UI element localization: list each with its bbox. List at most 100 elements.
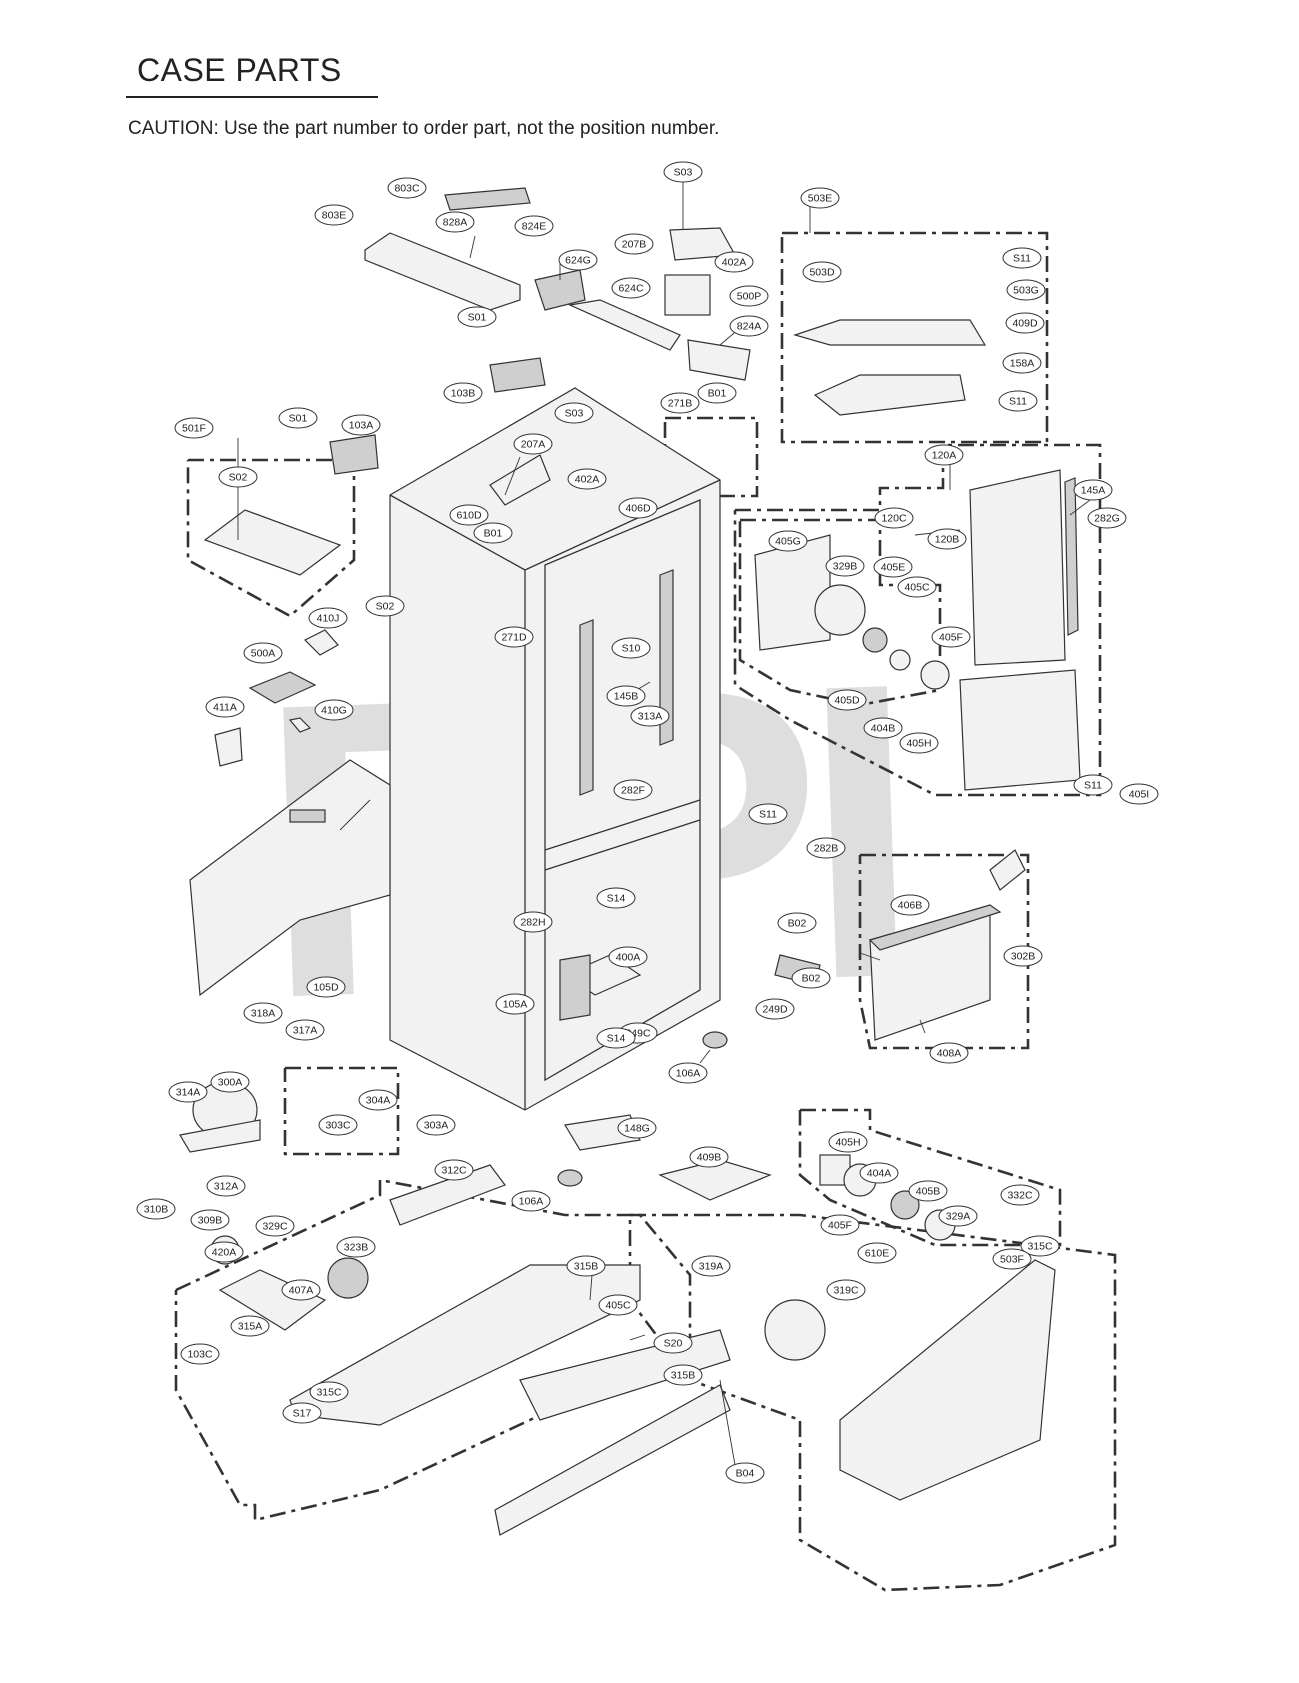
callout-409d: 409D bbox=[1005, 312, 1045, 334]
callout-label: 319C bbox=[833, 1285, 859, 1297]
callout-label: 406B bbox=[898, 900, 923, 912]
callout-319c: 319C bbox=[826, 1279, 866, 1301]
callout-500a: 500A bbox=[243, 642, 283, 664]
callout-b01: B01 bbox=[473, 522, 513, 544]
callout-b02: B02 bbox=[791, 967, 831, 989]
callout-400a: 400A bbox=[608, 946, 648, 968]
callout-411a: 411A bbox=[205, 696, 245, 718]
callout-label: 207B bbox=[622, 239, 647, 251]
callout-501f: 501F bbox=[174, 417, 214, 439]
callout-405f: 405F bbox=[820, 1214, 860, 1236]
callout-label: 503D bbox=[809, 267, 835, 279]
callout-b01: B01 bbox=[697, 382, 737, 404]
callout-label: 106A bbox=[676, 1068, 701, 1080]
callout-s17: S17 bbox=[282, 1402, 322, 1424]
callout-label: 103B bbox=[451, 388, 476, 400]
callout-503f: 503F bbox=[992, 1248, 1032, 1270]
callout-404b: 404B bbox=[863, 717, 903, 739]
callout-label: 404B bbox=[871, 723, 896, 735]
callout-106a: 106A bbox=[668, 1062, 708, 1084]
callout-label: 105D bbox=[313, 982, 339, 994]
callout-145a: 145A bbox=[1073, 479, 1113, 501]
callout-label: 332C bbox=[1007, 1190, 1033, 1202]
callout-824a: 824A bbox=[729, 315, 769, 337]
callout-label: 303C bbox=[325, 1120, 351, 1132]
callout-label: 610E bbox=[865, 1248, 890, 1260]
callout-282b: 282B bbox=[806, 837, 846, 859]
callout-label: 329A bbox=[946, 1211, 971, 1223]
callout-label: 207A bbox=[521, 439, 546, 451]
callout-503g: 503G bbox=[1006, 279, 1046, 301]
callout-312c: 312C bbox=[434, 1159, 474, 1181]
callout-label: S03 bbox=[674, 167, 693, 179]
title-underline bbox=[126, 96, 378, 98]
callout-label: 406D bbox=[625, 503, 651, 515]
callout-label: 400A bbox=[616, 952, 641, 964]
callout-label: S10 bbox=[622, 643, 641, 655]
callout-label: 624G bbox=[565, 255, 591, 267]
callout-label: 410J bbox=[317, 613, 340, 625]
callout-label: S01 bbox=[468, 312, 487, 324]
callout-406b: 406B bbox=[890, 894, 930, 916]
callout-315c: 315C bbox=[309, 1381, 349, 1403]
callout-207b: 207B bbox=[614, 233, 654, 255]
callout-282g: 282G bbox=[1087, 507, 1127, 529]
callout-610d: 610D bbox=[449, 504, 489, 526]
callout-label: 405I bbox=[1129, 789, 1149, 801]
callout-s14: S14 bbox=[596, 1027, 636, 1049]
callout-824e: 824E bbox=[514, 215, 554, 237]
callout-label: S01 bbox=[289, 413, 308, 425]
caution-note: CAUTION: Use the part number to order pa… bbox=[128, 118, 720, 139]
callout-label: S14 bbox=[607, 893, 626, 905]
callout-282h: 282H bbox=[513, 911, 553, 933]
callout-405h: 405H bbox=[899, 732, 939, 754]
callout-271d: 271D bbox=[494, 626, 534, 648]
callout-s10: S10 bbox=[611, 637, 651, 659]
callout-label: 405C bbox=[605, 1300, 631, 1312]
callout-label: 312C bbox=[441, 1165, 467, 1177]
callout-label: 300A bbox=[218, 1077, 243, 1089]
callout-label: 410G bbox=[321, 705, 347, 717]
callout-label: 120B bbox=[935, 534, 960, 546]
left-upper-parts bbox=[203, 509, 342, 767]
callout-label: 310B bbox=[144, 1204, 169, 1216]
callout-405b: 405B bbox=[908, 1180, 948, 1202]
callout-503d: 503D bbox=[802, 261, 842, 283]
callout-803c: 803C bbox=[387, 177, 427, 199]
callout-318a: 318A bbox=[243, 1002, 283, 1024]
callout-407a: 407A bbox=[281, 1279, 321, 1301]
callout-282f: 282F bbox=[613, 779, 653, 801]
callout-label: 304A bbox=[366, 1095, 391, 1107]
top-parts bbox=[329, 187, 751, 506]
callout-405h: 405H bbox=[828, 1131, 868, 1153]
callout-610e: 610E bbox=[857, 1242, 897, 1264]
callout-410j: 410J bbox=[308, 607, 348, 629]
callout-label: 145B bbox=[614, 691, 639, 703]
callout-label: 500A bbox=[251, 648, 276, 660]
callout-158a: 158A bbox=[1002, 352, 1042, 374]
callout-312a: 312A bbox=[206, 1175, 246, 1197]
callout-s02: S02 bbox=[218, 466, 258, 488]
callout-label: 411A bbox=[213, 702, 237, 714]
callout-label: 407A bbox=[289, 1285, 314, 1297]
callout-label: S03 bbox=[565, 408, 584, 420]
callout-303a: 303A bbox=[416, 1114, 456, 1136]
callout-label: 408A bbox=[937, 1048, 962, 1060]
callout-label: 329B bbox=[833, 561, 858, 573]
callout-label: S02 bbox=[376, 601, 395, 613]
callout-105a: 105A bbox=[495, 993, 535, 1015]
fan-assembly bbox=[764, 1154, 1056, 1501]
callout-s14: S14 bbox=[596, 887, 636, 909]
callout-323b: 323B bbox=[336, 1236, 376, 1258]
callout-500p: 500P bbox=[729, 285, 769, 307]
callout-145b: 145B bbox=[606, 685, 646, 707]
callout-420a: 420A bbox=[204, 1241, 244, 1263]
callout-label: 803E bbox=[322, 210, 347, 222]
callout-405c: 405C bbox=[897, 576, 937, 598]
callout-402a: 402A bbox=[567, 468, 607, 490]
callout-103b: 103B bbox=[443, 382, 483, 404]
callout-label: S11 bbox=[1013, 253, 1031, 265]
callout-label: 282B bbox=[814, 843, 839, 855]
callout-329c: 329C bbox=[255, 1215, 295, 1237]
callout-105d: 105D bbox=[306, 976, 346, 998]
